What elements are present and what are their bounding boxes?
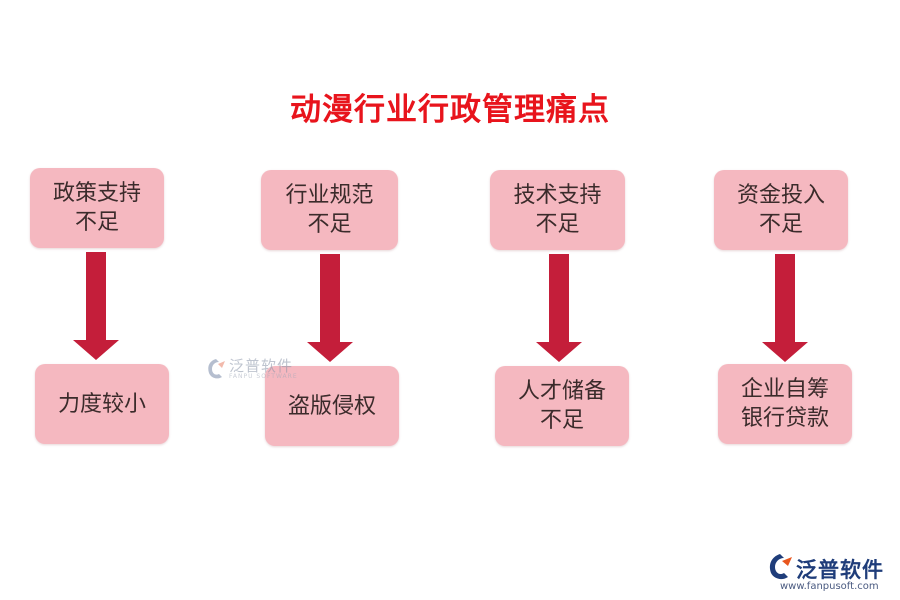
consequence-box-policy: 力度较小 <box>35 364 169 444</box>
down-arrow <box>307 254 353 362</box>
fanpu-logo: 泛普软件 www.fanpusoft.com <box>766 552 896 596</box>
pain-point-box-funding: 资金投入 不足 <box>714 170 848 250</box>
down-arrow <box>762 254 808 362</box>
center-watermark-url: FANPU SOFTWARE <box>229 373 298 380</box>
pain-point-box-policy: 政策支持 不足 <box>30 168 164 248</box>
consequence-box-technology: 人才储备 不足 <box>495 366 629 446</box>
fanpu-logo-icon <box>769 554 792 580</box>
down-arrow <box>536 254 582 362</box>
fanpu-logo-icon <box>208 359 225 379</box>
center-watermark: 泛普软件 FANPU SOFTWARE <box>203 354 303 384</box>
pain-point-box-standards: 行业规范 不足 <box>261 170 398 250</box>
center-watermark-text: 泛普软件 <box>229 357 294 375</box>
diagram-title: 动漫行业行政管理痛点 <box>290 92 610 128</box>
pain-point-box-technology: 技术支持 不足 <box>490 170 625 250</box>
consequence-box-funding: 企业自筹 银行贷款 <box>718 364 852 444</box>
consequence-box-standards: 盗版侵权 <box>265 366 399 446</box>
logo-url: www.fanpusoft.com <box>780 581 879 592</box>
down-arrow <box>73 252 119 360</box>
logo-text: 泛普软件 <box>796 558 884 582</box>
